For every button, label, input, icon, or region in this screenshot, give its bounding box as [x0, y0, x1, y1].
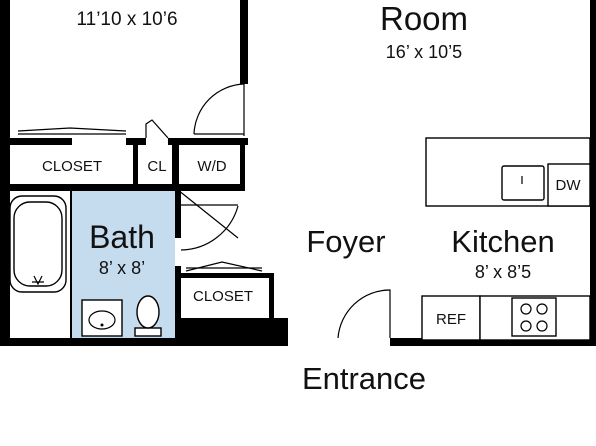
- bath-name: Bath: [89, 219, 155, 255]
- bath-dims: 8’ x 8’: [99, 258, 145, 278]
- entrance-label: Entrance: [302, 361, 426, 396]
- kitchen-name: Kitchen: [451, 224, 554, 259]
- drain-icon: [32, 275, 44, 286]
- foyer-name: Foyer: [306, 224, 385, 259]
- toilet: [134, 327, 162, 337]
- living-room-dims: 16’ x 10’5: [386, 42, 462, 62]
- kitchen-sink: [501, 165, 545, 201]
- ref-label: REF: [436, 311, 466, 328]
- range: [511, 297, 557, 337]
- closet-top-label: CLOSET: [42, 158, 102, 175]
- closet-bottom-label: CLOSET: [193, 288, 253, 305]
- living-room-name: Room: [380, 0, 468, 37]
- bedroom-dims: 11’10 x 10’6: [76, 9, 177, 30]
- dishwasher: [547, 163, 591, 207]
- fixtures: [9, 137, 591, 341]
- bath-sink: [81, 299, 123, 337]
- wd-label: W/D: [197, 158, 226, 175]
- cl-label: CL: [147, 158, 166, 175]
- doors: [17, 83, 391, 339]
- kitchen-dims: 8’ x 8’5: [475, 262, 531, 282]
- dw-label: DW: [556, 177, 582, 194]
